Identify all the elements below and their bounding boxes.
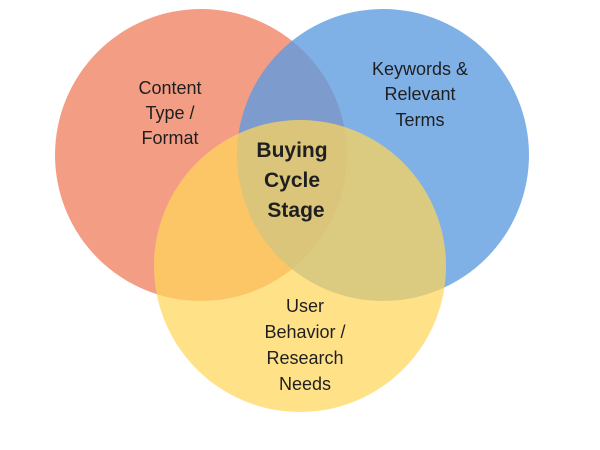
content-type-label-line-1: Content (138, 78, 201, 98)
user-behavior-label-line-4: Needs (279, 374, 331, 394)
center-label-line-1: Buying (256, 139, 327, 162)
keywords-label-line-2: Relevant (384, 84, 455, 104)
user-behavior-label: User Behavior / Research Needs (264, 296, 345, 394)
keywords-label: Keywords & Relevant Terms (372, 59, 468, 130)
content-type-label: Content Type / Format (138, 78, 201, 148)
center-label-line-3: Stage (267, 199, 324, 222)
center-label-line-2: Cycle (264, 169, 320, 192)
content-type-label-line-2: Type / (145, 103, 194, 123)
keywords-label-line-1: Keywords & (372, 59, 468, 79)
user-behavior-label-line-2: Behavior / (264, 322, 345, 342)
user-behavior-circle (154, 120, 446, 412)
user-behavior-label-line-3: Research (266, 348, 343, 368)
content-type-label-line-3: Format (141, 128, 198, 148)
user-behavior-label-line-1: User (286, 296, 324, 316)
buying-cycle-stage-label: Buying Cycle Stage (256, 139, 327, 222)
keywords-label-line-3: Terms (396, 110, 445, 130)
